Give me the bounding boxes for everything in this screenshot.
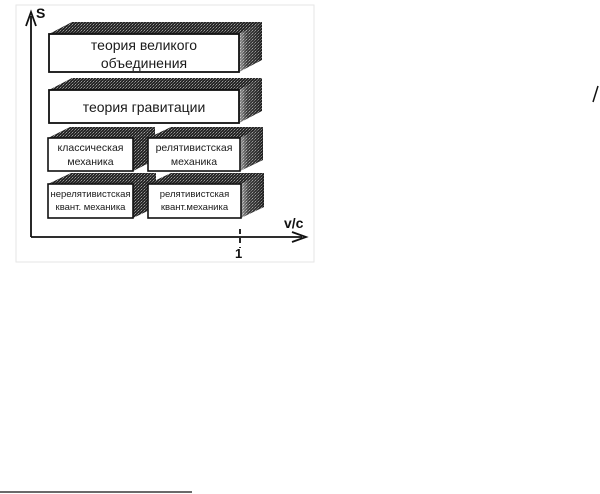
block-relativistic [147, 127, 263, 172]
axes [25, 9, 309, 243]
block-classical [47, 127, 155, 172]
y-axis-label: S [36, 5, 46, 21]
stray-slash-mark [592, 85, 599, 103]
label-nonrel-quantum: нерелятивистская квант. механика [50, 189, 131, 213]
label-gut: теория великого объединения [90, 37, 198, 71]
label-classical: классическая механика [57, 142, 124, 168]
block-rel-quantum [147, 173, 264, 219]
tick-label-1: 1 [235, 246, 243, 261]
label-rel-quantum: релятивистская квант.механика [159, 189, 230, 213]
x-axis-arrow [291, 231, 309, 243]
y-axis-arrow [25, 9, 37, 27]
block-gravity [48, 78, 262, 124]
x-axis-label: v/c [284, 215, 304, 231]
diagram-frame [15, 4, 315, 263]
block-gut [48, 22, 262, 73]
label-relativistic: релятивистская механика [155, 142, 233, 168]
label-gravity: теория гравитации [82, 99, 206, 115]
